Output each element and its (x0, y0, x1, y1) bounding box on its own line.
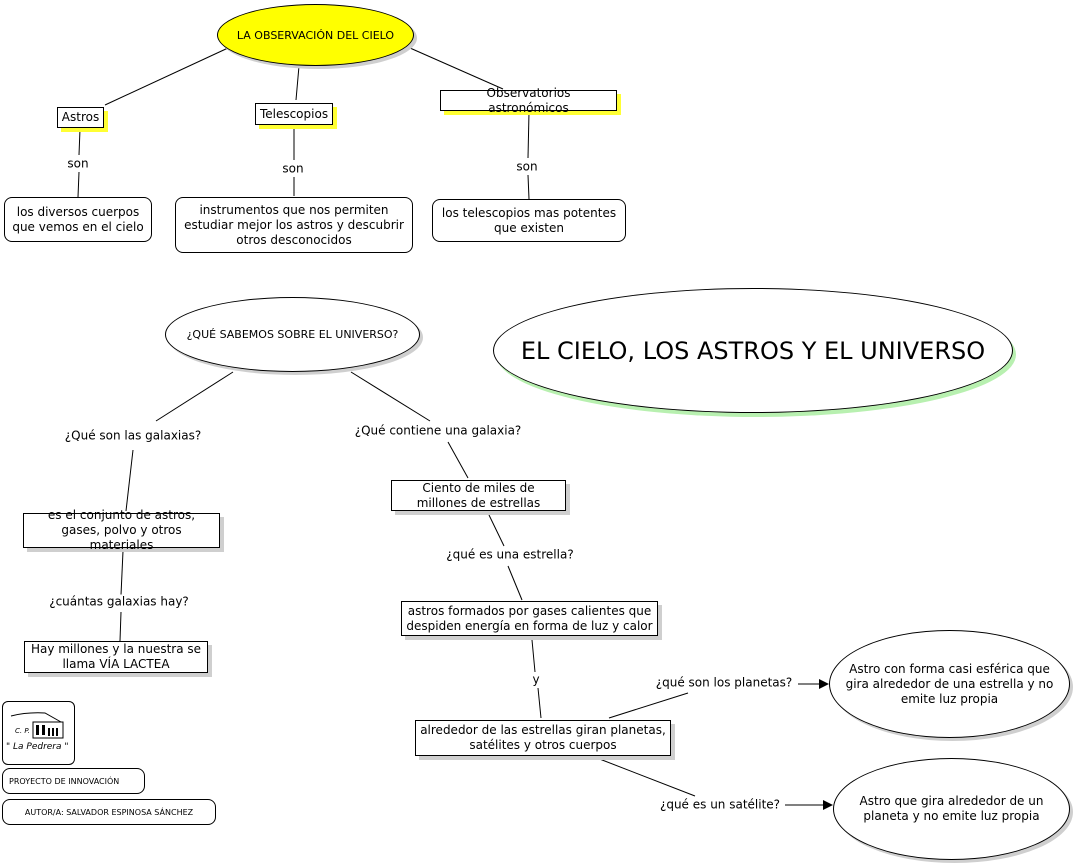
logo-text-cp: C. P. (15, 727, 30, 735)
link-label-y: y (530, 672, 542, 688)
map-title: EL CIELO, LOS ASTROS Y EL UNIVERSO (493, 288, 1013, 413)
link-label-son-astros: son (65, 156, 91, 172)
link-label-son-telescopios: son (280, 161, 306, 177)
answer-via-lactea[interactable]: Hay millones y la nuestra se llama VÍA L… (24, 641, 208, 673)
link-universe-q1r (350, 371, 431, 422)
link-root-astros (104, 47, 229, 106)
definition-telescopios[interactable]: instrumentos que nos permiten estudiar m… (175, 197, 413, 253)
link-label-son-observatorios: son (514, 159, 540, 175)
question-que-es-una-estrella: ¿qué es una estrella? (444, 547, 576, 563)
link-son-astros-def (77, 171, 80, 198)
link-son-observatorios-def (527, 174, 530, 200)
link-observatorios-son (527, 111, 530, 159)
link-astros-son (78, 128, 81, 156)
concept-que-sabemos-sobre-el-universo[interactable]: ¿QUÉ SABEMOS SOBRE EL UNIVERSO? (165, 297, 420, 372)
link-rq2-ra2 (507, 565, 523, 601)
school-logo: C. P. " La Pedrera " (2, 701, 75, 765)
link-ra3-q5 (596, 757, 696, 797)
question-cuantas-galaxias-hay: ¿cuántas galaxias hay? (47, 594, 191, 610)
answer-planeta-definicion[interactable]: Astro con forma casi esférica que gira a… (829, 630, 1070, 738)
logo-text-la-pedrera: " La Pedrera " (6, 742, 69, 752)
link-la1-lq2 (120, 550, 124, 596)
author-label: AUTOR/A: SALVADOR ESPINOSA SÁNCHEZ (2, 799, 216, 825)
link-rq1-ra1 (447, 441, 469, 479)
concept-telescopios[interactable]: Telescopios (255, 103, 333, 125)
concept-la-observacion-del-cielo[interactable]: LA OBSERVACIÓN DEL CIELO (217, 4, 414, 66)
link-ra1-rq2 (488, 514, 505, 547)
building-icon (10, 712, 64, 739)
link-root-telescopios (295, 65, 300, 101)
link-lq2-la2 (119, 611, 122, 642)
concept-astros[interactable]: Astros (57, 107, 104, 128)
concept-observatorios-astronomicos[interactable]: Observatorios astronómicos (440, 86, 617, 115)
link-universe-q1 (155, 371, 234, 422)
question-que-contiene-una-galaxia: ¿Qué contiene una galaxia? (352, 423, 524, 439)
question-que-son-los-planetas: ¿qué son los planetas? (653, 675, 795, 691)
question-que-son-las-galaxias: ¿Qué son las galaxias? (62, 428, 204, 444)
link-y-ra3 (537, 687, 542, 719)
answer-ciento-de-miles-de-millones[interactable]: Ciento de miles de millones de estrellas (391, 480, 566, 511)
answer-conjunto-de-astros[interactable]: es el conjunto de astros, gases, polvo y… (23, 508, 220, 552)
answer-satelite-definicion[interactable]: Astro que gira alrededor de un planeta y… (833, 758, 1070, 860)
link-ra3-q4 (608, 692, 689, 719)
link-root-observatorios (409, 47, 504, 90)
answer-alrededor-de-las-estrellas[interactable]: alrededor de las estrellas giran planeta… (415, 720, 671, 756)
link-ra2-y (531, 639, 536, 673)
definition-astros[interactable]: los diversos cuerpos que vemos en el cie… (4, 197, 152, 242)
question-que-es-un-satelite: ¿qué es un satélite? (657, 797, 783, 813)
definition-observatorios[interactable]: los telescopios mas potentes que existen (432, 199, 626, 242)
link-lq1-la1 (125, 449, 134, 512)
project-label: PROYECTO DE INNOVACIÓN (2, 768, 145, 794)
answer-astros-gases-calientes[interactable]: astros formados por gases calientes que … (401, 601, 658, 636)
